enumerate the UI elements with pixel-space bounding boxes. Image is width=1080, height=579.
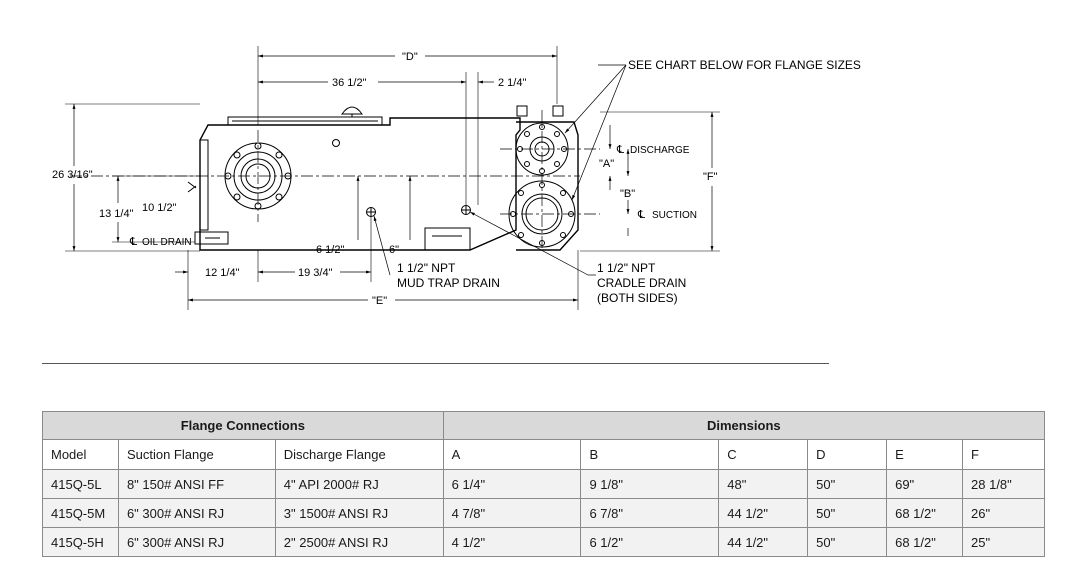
table-row: 415Q-5H 6" 300# ANSI RJ 2" 2500# ANSI RJ… <box>42 527 1045 557</box>
cell-f: 26" <box>962 498 1045 528</box>
pump-dimension-drawing: "D" 36 1/2" 2 1/4" 26 3/16" 13 1/4" 10 1… <box>52 46 861 310</box>
cell-discharge-flange: 2" 2500# ANSI RJ <box>274 527 444 557</box>
table-group-header-row: Flange Connections Dimensions <box>42 411 1046 440</box>
cell-suction-flange: 8" 150# ANSI FF <box>117 469 276 499</box>
leader-lines <box>373 64 627 276</box>
dim-d-label: "D" <box>402 51 418 63</box>
dim-10-5-label: 10 1/2" <box>142 202 177 214</box>
col-header-a: A <box>442 439 582 470</box>
group-header-flange-connections: Flange Connections <box>42 411 444 440</box>
cell-e: 68 1/2" <box>886 527 964 557</box>
cell-d: 50" <box>807 469 888 499</box>
discharge-centerline-symbol: ℄ <box>616 144 624 156</box>
cell-a: 4 7/8" <box>442 498 582 528</box>
cradle-drain-label: CRADLE DRAIN <box>597 276 686 290</box>
col-header-e: E <box>886 439 964 470</box>
suction-label: SUCTION <box>652 210 697 221</box>
col-header-model: Model <box>42 439 119 470</box>
dim-e-label: "E" <box>372 295 387 307</box>
cell-d: 50" <box>807 527 888 557</box>
col-header-f: F <box>962 439 1045 470</box>
cell-b: 6 1/2" <box>580 527 720 557</box>
dim-26-3-16-label: 26 3/16" <box>52 169 93 181</box>
cell-a: 4 1/2" <box>442 527 582 557</box>
section-divider <box>42 363 829 364</box>
dim-2-25-label: 2 1/4" <box>498 77 526 89</box>
dim-12-25-label: 12 1/4" <box>205 267 240 279</box>
suction-centerline-symbol: ℄ <box>637 209 645 221</box>
dim-a-label: "A" <box>599 158 614 170</box>
cell-c: 44 1/2" <box>718 498 809 528</box>
col-header-discharge-flange: Discharge Flange <box>274 439 444 470</box>
cell-model: 415Q-5L <box>42 469 119 499</box>
table-row: 415Q-5L 8" 150# ANSI FF 4" API 2000# RJ … <box>42 469 1045 499</box>
cell-e: 68 1/2" <box>886 498 964 528</box>
cell-discharge-flange: 3" 1500# ANSI RJ <box>274 498 444 528</box>
cell-d: 50" <box>807 498 888 528</box>
mud-trap-npt-label: 1 1/2" NPT <box>397 261 456 275</box>
table-column-header-row: Model Suction Flange Discharge Flange A … <box>42 439 1045 470</box>
cell-suction-flange: 6" 300# ANSI RJ <box>117 498 276 528</box>
dim-f-label: "F" <box>703 171 718 183</box>
cell-model: 415Q-5H <box>42 527 119 557</box>
dim-19-75-label: 19 3/4" <box>298 267 333 279</box>
cell-suction-flange: 6" 300# ANSI RJ <box>117 527 276 557</box>
col-header-suction-flange: Suction Flange <box>117 439 276 470</box>
dim-13-25-label: 13 1/4" <box>99 208 134 220</box>
col-header-b: B <box>580 439 720 470</box>
group-header-dimensions: Dimensions <box>442 411 1046 440</box>
dimension-lines <box>72 54 714 302</box>
oil-drain-centerline-symbol: ℄ <box>129 236 137 248</box>
flange-chart-callout: SEE CHART BELOW FOR FLANGE SIZES <box>628 58 861 72</box>
col-header-c: C <box>718 439 809 470</box>
cell-c: 48" <box>718 469 809 499</box>
oil-drain-label: OIL DRAIN <box>142 237 192 248</box>
cell-a: 6 1/4" <box>442 469 582 499</box>
cell-discharge-flange: 4" API 2000# RJ <box>274 469 444 499</box>
cell-model: 415Q-5M <box>42 498 119 528</box>
pump-outline <box>187 105 579 251</box>
cell-b: 6 7/8" <box>580 498 720 528</box>
cell-f: 25" <box>962 527 1045 557</box>
extension-lines <box>65 46 720 310</box>
dim-6-label: 6" <box>389 244 399 256</box>
mud-trap-drain-label: MUD TRAP DRAIN <box>397 276 500 290</box>
cell-c: 44 1/2" <box>718 527 809 557</box>
discharge-label: DISCHARGE <box>630 145 690 156</box>
dim-6-5-label: 6 1/2" <box>316 244 344 256</box>
dim-36-5-label: 36 1/2" <box>332 77 367 89</box>
flange-dimensions-table: Flange Connections Dimensions Model Suct… <box>42 411 1046 557</box>
cell-b: 9 1/8" <box>580 469 720 499</box>
col-header-d: D <box>807 439 888 470</box>
cradle-both-sides-label: (BOTH SIDES) <box>597 291 678 305</box>
cell-e: 69" <box>886 469 964 499</box>
table-row: 415Q-5M 6" 300# ANSI RJ 3" 1500# ANSI RJ… <box>42 498 1045 528</box>
dim-b-label: "B" <box>620 188 635 200</box>
cradle-npt-label: 1 1/2" NPT <box>597 261 656 275</box>
cell-f: 28 1/8" <box>962 469 1045 499</box>
centerlines <box>70 110 600 250</box>
